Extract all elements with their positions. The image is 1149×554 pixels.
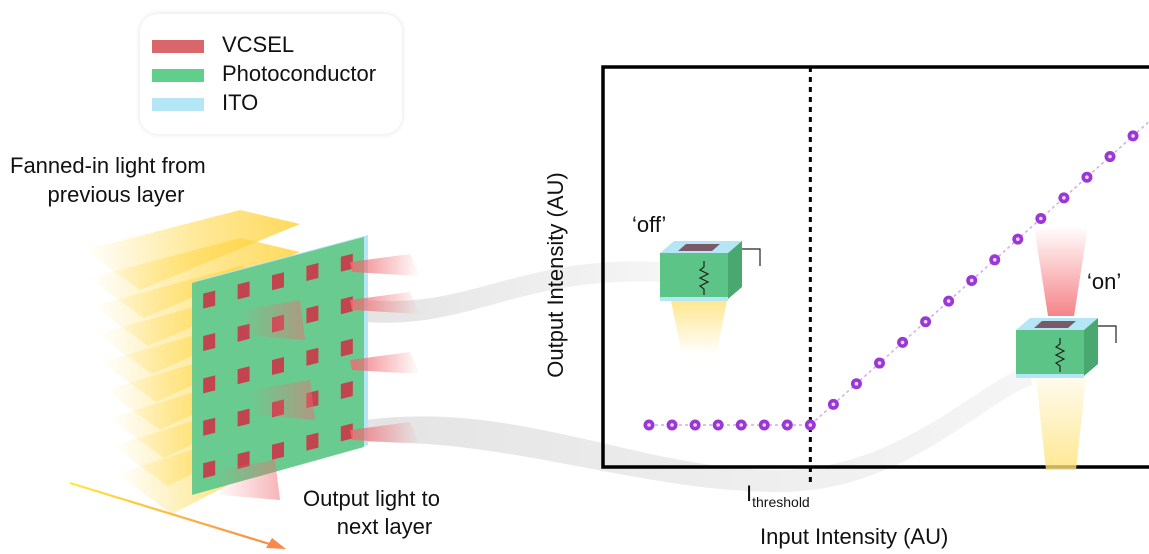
data-point-highlight: [877, 361, 882, 365]
data-point-highlight: [1016, 237, 1020, 241]
threshold-label-sub: threshold: [752, 494, 810, 510]
vcsel-pixel: [340, 253, 353, 272]
vcsel-pixel: [340, 338, 353, 357]
legend-swatch-ito: [152, 98, 204, 111]
vcsel-pixel: [203, 460, 216, 479]
legend-label: ITO: [222, 90, 259, 115]
output-light-beams: [215, 254, 420, 500]
vcsel-pixel: [237, 281, 250, 300]
threshold-label: Ithreshold: [746, 482, 810, 514]
vcsel-pixel: [306, 432, 319, 451]
red-beam: [250, 380, 315, 420]
data-point-highlight: [808, 423, 813, 427]
vcsel-pixel: [340, 296, 353, 315]
legend-label: Photoconductor: [222, 61, 377, 86]
vcsel-pixel: [306, 263, 319, 281]
data-point-highlight: [670, 423, 674, 427]
y-axis-label: Output Intensity (AU): [543, 172, 568, 378]
data-point-highlight: [762, 423, 767, 427]
vcsel-pixel: [272, 441, 284, 460]
on-device-icon: [1016, 226, 1117, 470]
data-point-highlight: [739, 423, 743, 427]
series-line: [649, 120, 1149, 426]
output-light-label-line2: next layer: [336, 514, 433, 539]
vcsel-pixel: [237, 451, 250, 469]
threshold-label-main: I: [746, 481, 753, 506]
direction-arrow: [69, 481, 277, 548]
legend-swatch-photoconductor: [152, 69, 204, 82]
off-state-label: ‘off’: [632, 212, 667, 237]
red-beam: [350, 254, 420, 276]
data-point-highlight: [923, 319, 928, 324]
off-device-icon: [660, 241, 761, 355]
data-point-highlight: [647, 423, 651, 427]
data-point-highlight: [1131, 134, 1135, 138]
connector-band-on: [365, 365, 1032, 492]
data-point-highlight: [969, 278, 974, 283]
red-beam: [215, 460, 280, 500]
on-state-label: ‘on’: [1087, 269, 1122, 294]
data-point-highlight: [854, 381, 859, 386]
data-point-highlight: [946, 299, 951, 303]
vcsel-pixel: [203, 375, 216, 394]
data-point-highlight: [900, 340, 905, 345]
data-points: [643, 130, 1139, 431]
data-point-highlight: [831, 402, 836, 407]
vcsel-pixel: [340, 381, 353, 399]
data-point-highlight: [693, 423, 697, 427]
vcsel-pixel: [203, 417, 216, 436]
vcsel-pixel: [272, 357, 284, 375]
data-point-highlight: [716, 423, 720, 427]
input-light-label-line2: previous layer: [47, 182, 185, 207]
connector-band-off: [365, 261, 660, 323]
vcsel-pixel: [237, 366, 250, 385]
vcsel-pixel: [203, 290, 216, 309]
legend: VCSEL Photoconductor ITO: [140, 14, 402, 134]
red-beam: [350, 352, 420, 374]
legend-swatch-vcsel: [152, 40, 204, 53]
vcsel-pixel: [306, 347, 319, 366]
data-point-highlight: [1062, 196, 1066, 200]
vcsel-pixel: [340, 423, 353, 442]
data-point-highlight: [1085, 175, 1089, 179]
x-axis-label: Input Intensity (AU): [760, 524, 949, 549]
data-point-highlight: [785, 423, 790, 427]
data-point-highlight: [1039, 216, 1043, 221]
output-light-label-line1: Output light to: [303, 486, 440, 511]
input-light-label-line1: Fanned-in light from: [10, 153, 206, 178]
red-beam: [350, 422, 420, 444]
plot-frame: [601, 65, 1149, 469]
data-point-highlight: [1108, 154, 1112, 159]
data-point-highlight: [992, 258, 997, 262]
red-beam: [240, 300, 305, 340]
vcsel-pixel: [272, 272, 284, 291]
photoconductor-array: [192, 235, 368, 495]
red-beam: [350, 292, 420, 314]
vcsel-pixel: [306, 305, 319, 324]
vcsel-pixel: [203, 333, 216, 351]
legend-label: VCSEL: [222, 32, 295, 57]
direction-arrowhead-icon: [266, 538, 286, 549]
vcsel-pixel: [237, 408, 250, 427]
